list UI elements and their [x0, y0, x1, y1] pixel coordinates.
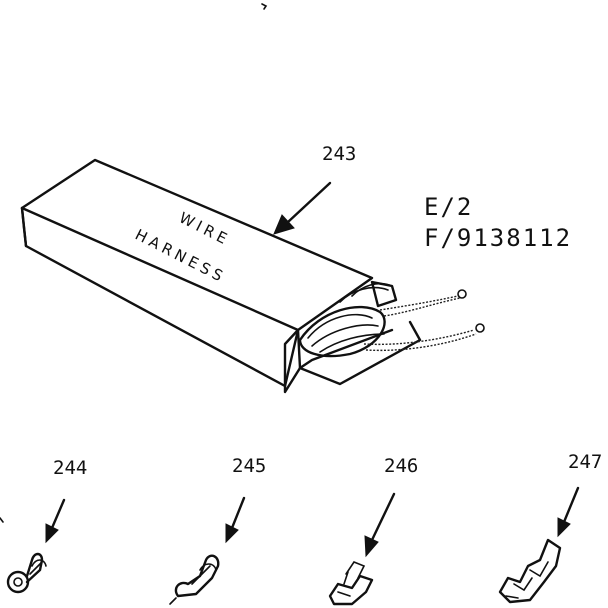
- box-tray: [298, 320, 422, 386]
- reference-code-e2: E/2: [424, 193, 473, 221]
- arrow-246-icon: [364, 492, 396, 558]
- callout-243: 243: [322, 143, 356, 165]
- arrow-244-icon: [45, 498, 66, 544]
- wire-lead-upper: [379, 295, 459, 311]
- callout-245: 245: [232, 455, 266, 477]
- box-left-end: [20, 206, 28, 248]
- ring-terminal-upper: [457, 289, 467, 299]
- spade-terminal-245: [169, 554, 220, 605]
- female-terminal-247: [498, 538, 562, 604]
- coiled-harness: [298, 280, 398, 358]
- arrow-247-icon: [557, 486, 580, 538]
- reference-code-f9138112: F/9138112: [424, 224, 572, 252]
- quick-disconnect-246: [328, 561, 374, 606]
- edge-mark-left: [0, 517, 4, 523]
- ring-terminal-244: [6, 552, 47, 594]
- ring-terminal-lower: [475, 323, 485, 333]
- wire-lead-lower: [363, 329, 475, 346]
- arrow-245-icon: [225, 496, 246, 544]
- callout-246: 246: [384, 455, 418, 477]
- arrow-243-icon: [273, 181, 332, 235]
- box-open-flap: [283, 328, 302, 394]
- callout-244: 244: [53, 457, 87, 479]
- wire-harness-box: WIRE HARNESS: [20, 158, 485, 394]
- callout-247: 247: [568, 451, 602, 473]
- speck-mark: [261, 3, 268, 10]
- wire-lead-lower-2: [365, 333, 477, 352]
- box-top-face: [20, 158, 374, 332]
